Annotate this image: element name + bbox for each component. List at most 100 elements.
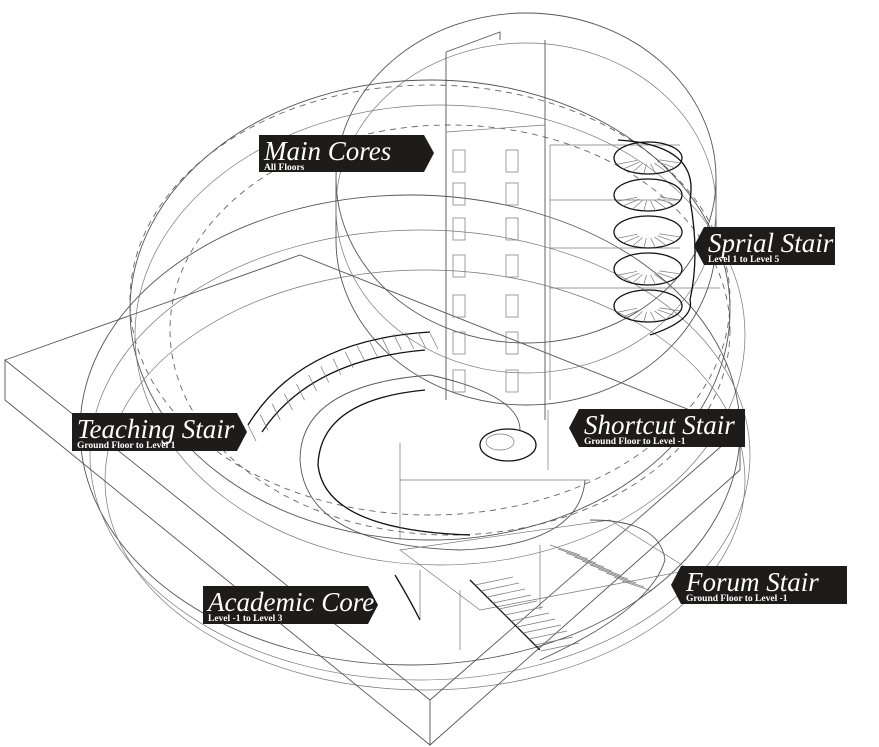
spiral-stair-tread bbox=[650, 163, 656, 174]
label-forum-stair-tag bbox=[671, 566, 847, 604]
spiral-stair-tread bbox=[616, 234, 638, 239]
teaching-stair-tread bbox=[429, 332, 439, 350]
spiral-stair-tread bbox=[659, 307, 681, 312]
label-sprial-stair: Sprial Stair Level 1 to Level 5 bbox=[694, 227, 835, 265]
forum-stair-tread bbox=[597, 568, 629, 580]
spiral-stair-tread bbox=[659, 270, 681, 275]
forum-stair-tread bbox=[522, 624, 562, 634]
spiral-stair-tread bbox=[659, 196, 681, 201]
label-academic-core: Academic Core Level -1 to Level 3 bbox=[203, 586, 378, 624]
spiral-stair-tread bbox=[657, 235, 675, 243]
base-slab-top bbox=[4, 254, 741, 701]
label-shortcut-stair-title: Shortcut Stair bbox=[584, 410, 735, 440]
spiral-stair-tread bbox=[616, 308, 638, 313]
label-main-cores-tag bbox=[259, 135, 434, 172]
core-window bbox=[452, 217, 466, 241]
core-window bbox=[452, 254, 466, 278]
teaching-stair-tread bbox=[369, 340, 378, 357]
teaching-stair-tread bbox=[381, 336, 390, 354]
spiral-stair-tread bbox=[632, 274, 643, 284]
forum-stair-steps bbox=[474, 544, 653, 652]
lower-drum-ring-2 bbox=[89, 229, 751, 681]
label-main-cores: Main Cores All Floors bbox=[259, 135, 434, 173]
spiral-stair-tread bbox=[650, 274, 656, 285]
forum-stair-tread bbox=[534, 636, 574, 646]
label-teaching-stair-tag bbox=[72, 413, 247, 451]
teaching-stair-tread bbox=[356, 345, 366, 362]
upper-drum-side bbox=[335, 178, 717, 406]
spiral-stair-tread bbox=[650, 311, 656, 322]
teaching-stair-tread bbox=[344, 351, 354, 368]
forum-stair-tread bbox=[486, 588, 526, 598]
base-slab-left-side bbox=[4, 360, 431, 746]
label-shortcut-stair: Shortcut Stair Ground Floor to Level -1 bbox=[569, 409, 745, 447]
dashed-outline-2 bbox=[169, 124, 731, 536]
spiral-stair-tread bbox=[623, 198, 640, 207]
label-main-cores-title: Main Cores bbox=[263, 136, 391, 166]
spiral-stair-outer-rail bbox=[617, 139, 696, 336]
spiral-stair-tread bbox=[654, 310, 667, 320]
forum-stair-tread bbox=[621, 580, 653, 592]
label-teaching-stair-title: Teaching Stair bbox=[77, 414, 235, 444]
core-window bbox=[452, 149, 466, 173]
label-shortcut-stair-subtitle: Ground Floor to Level -1 bbox=[584, 437, 686, 447]
spiral-stair-tread bbox=[623, 309, 640, 318]
forum-stair-tread bbox=[565, 552, 597, 564]
core-window bbox=[505, 182, 519, 206]
spiral-stair-tread bbox=[650, 200, 656, 211]
main-core-cap bbox=[445, 124, 546, 133]
spiral-stair-tread bbox=[616, 271, 638, 276]
spiral-stair-tread bbox=[654, 162, 667, 172]
forum-stair-tread bbox=[504, 606, 544, 616]
teaching-stair-steps bbox=[247, 332, 439, 442]
spiral-stair-landing bbox=[613, 141, 683, 175]
shortcut-stair-core bbox=[485, 433, 515, 451]
forum-stair-tread bbox=[573, 556, 605, 568]
teaching-stair-tread bbox=[259, 414, 269, 431]
spiral-stair-tread bbox=[632, 200, 643, 210]
spiral-stair-landing bbox=[613, 215, 683, 249]
spiral-stair-tread bbox=[650, 237, 656, 248]
spiral-stair-tread bbox=[643, 274, 647, 285]
teaching-stair-tread bbox=[393, 334, 402, 351]
label-academic-core-title: Academic Core bbox=[206, 587, 374, 617]
forum-stair-tread bbox=[528, 630, 568, 640]
label-sprial-stair-tag bbox=[694, 227, 835, 265]
label-sprial-stair-title: Sprial Stair bbox=[708, 228, 834, 258]
label-forum-stair-title: Forum Stair bbox=[685, 567, 819, 597]
academic-core-walls bbox=[419, 545, 541, 650]
forum-stair-tread bbox=[498, 600, 538, 610]
middle-drum-top bbox=[129, 79, 731, 541]
forum-stair-edge bbox=[539, 519, 666, 661]
label-teaching-stair: Teaching Stair Ground Floor to Level 1 bbox=[72, 413, 247, 451]
spiral-stair-tread bbox=[654, 199, 667, 209]
spiral-stair-tread bbox=[643, 163, 647, 174]
core-window bbox=[452, 331, 466, 355]
label-main-cores-subtitle: All Floors bbox=[264, 163, 305, 173]
forum-stair-tread bbox=[581, 560, 613, 572]
core-window bbox=[505, 149, 519, 173]
forum-stair-tread bbox=[605, 572, 637, 584]
label-forum-stair: Forum Stair Ground Floor to Level -1 bbox=[671, 566, 847, 604]
teaching-stair-tread bbox=[332, 358, 342, 375]
forum-stair-tread bbox=[557, 548, 589, 560]
teaching-stair-outer-rail bbox=[247, 331, 431, 426]
spiral-stair-tread bbox=[632, 163, 643, 173]
spiral-stair-tread bbox=[632, 237, 643, 247]
spiral-stair-tread bbox=[657, 309, 675, 317]
spiral-stair-landing bbox=[613, 289, 683, 323]
label-shortcut-stair-tag bbox=[569, 409, 745, 447]
label-teaching-stair-subtitle: Ground Floor to Level 1 bbox=[77, 441, 176, 451]
forum-stair-tread bbox=[474, 576, 514, 586]
forum-stair-tread bbox=[510, 612, 550, 622]
teaching-stair-tread bbox=[308, 374, 317, 392]
spiral-stair-tread bbox=[616, 197, 638, 202]
core-window bbox=[505, 254, 519, 278]
lower-drum-ring-3 bbox=[104, 269, 746, 691]
spiral-stair-tread bbox=[623, 161, 640, 170]
core-window bbox=[505, 331, 519, 355]
spiral-stair-tread bbox=[657, 272, 675, 280]
teaching-stair-tread bbox=[271, 403, 281, 421]
